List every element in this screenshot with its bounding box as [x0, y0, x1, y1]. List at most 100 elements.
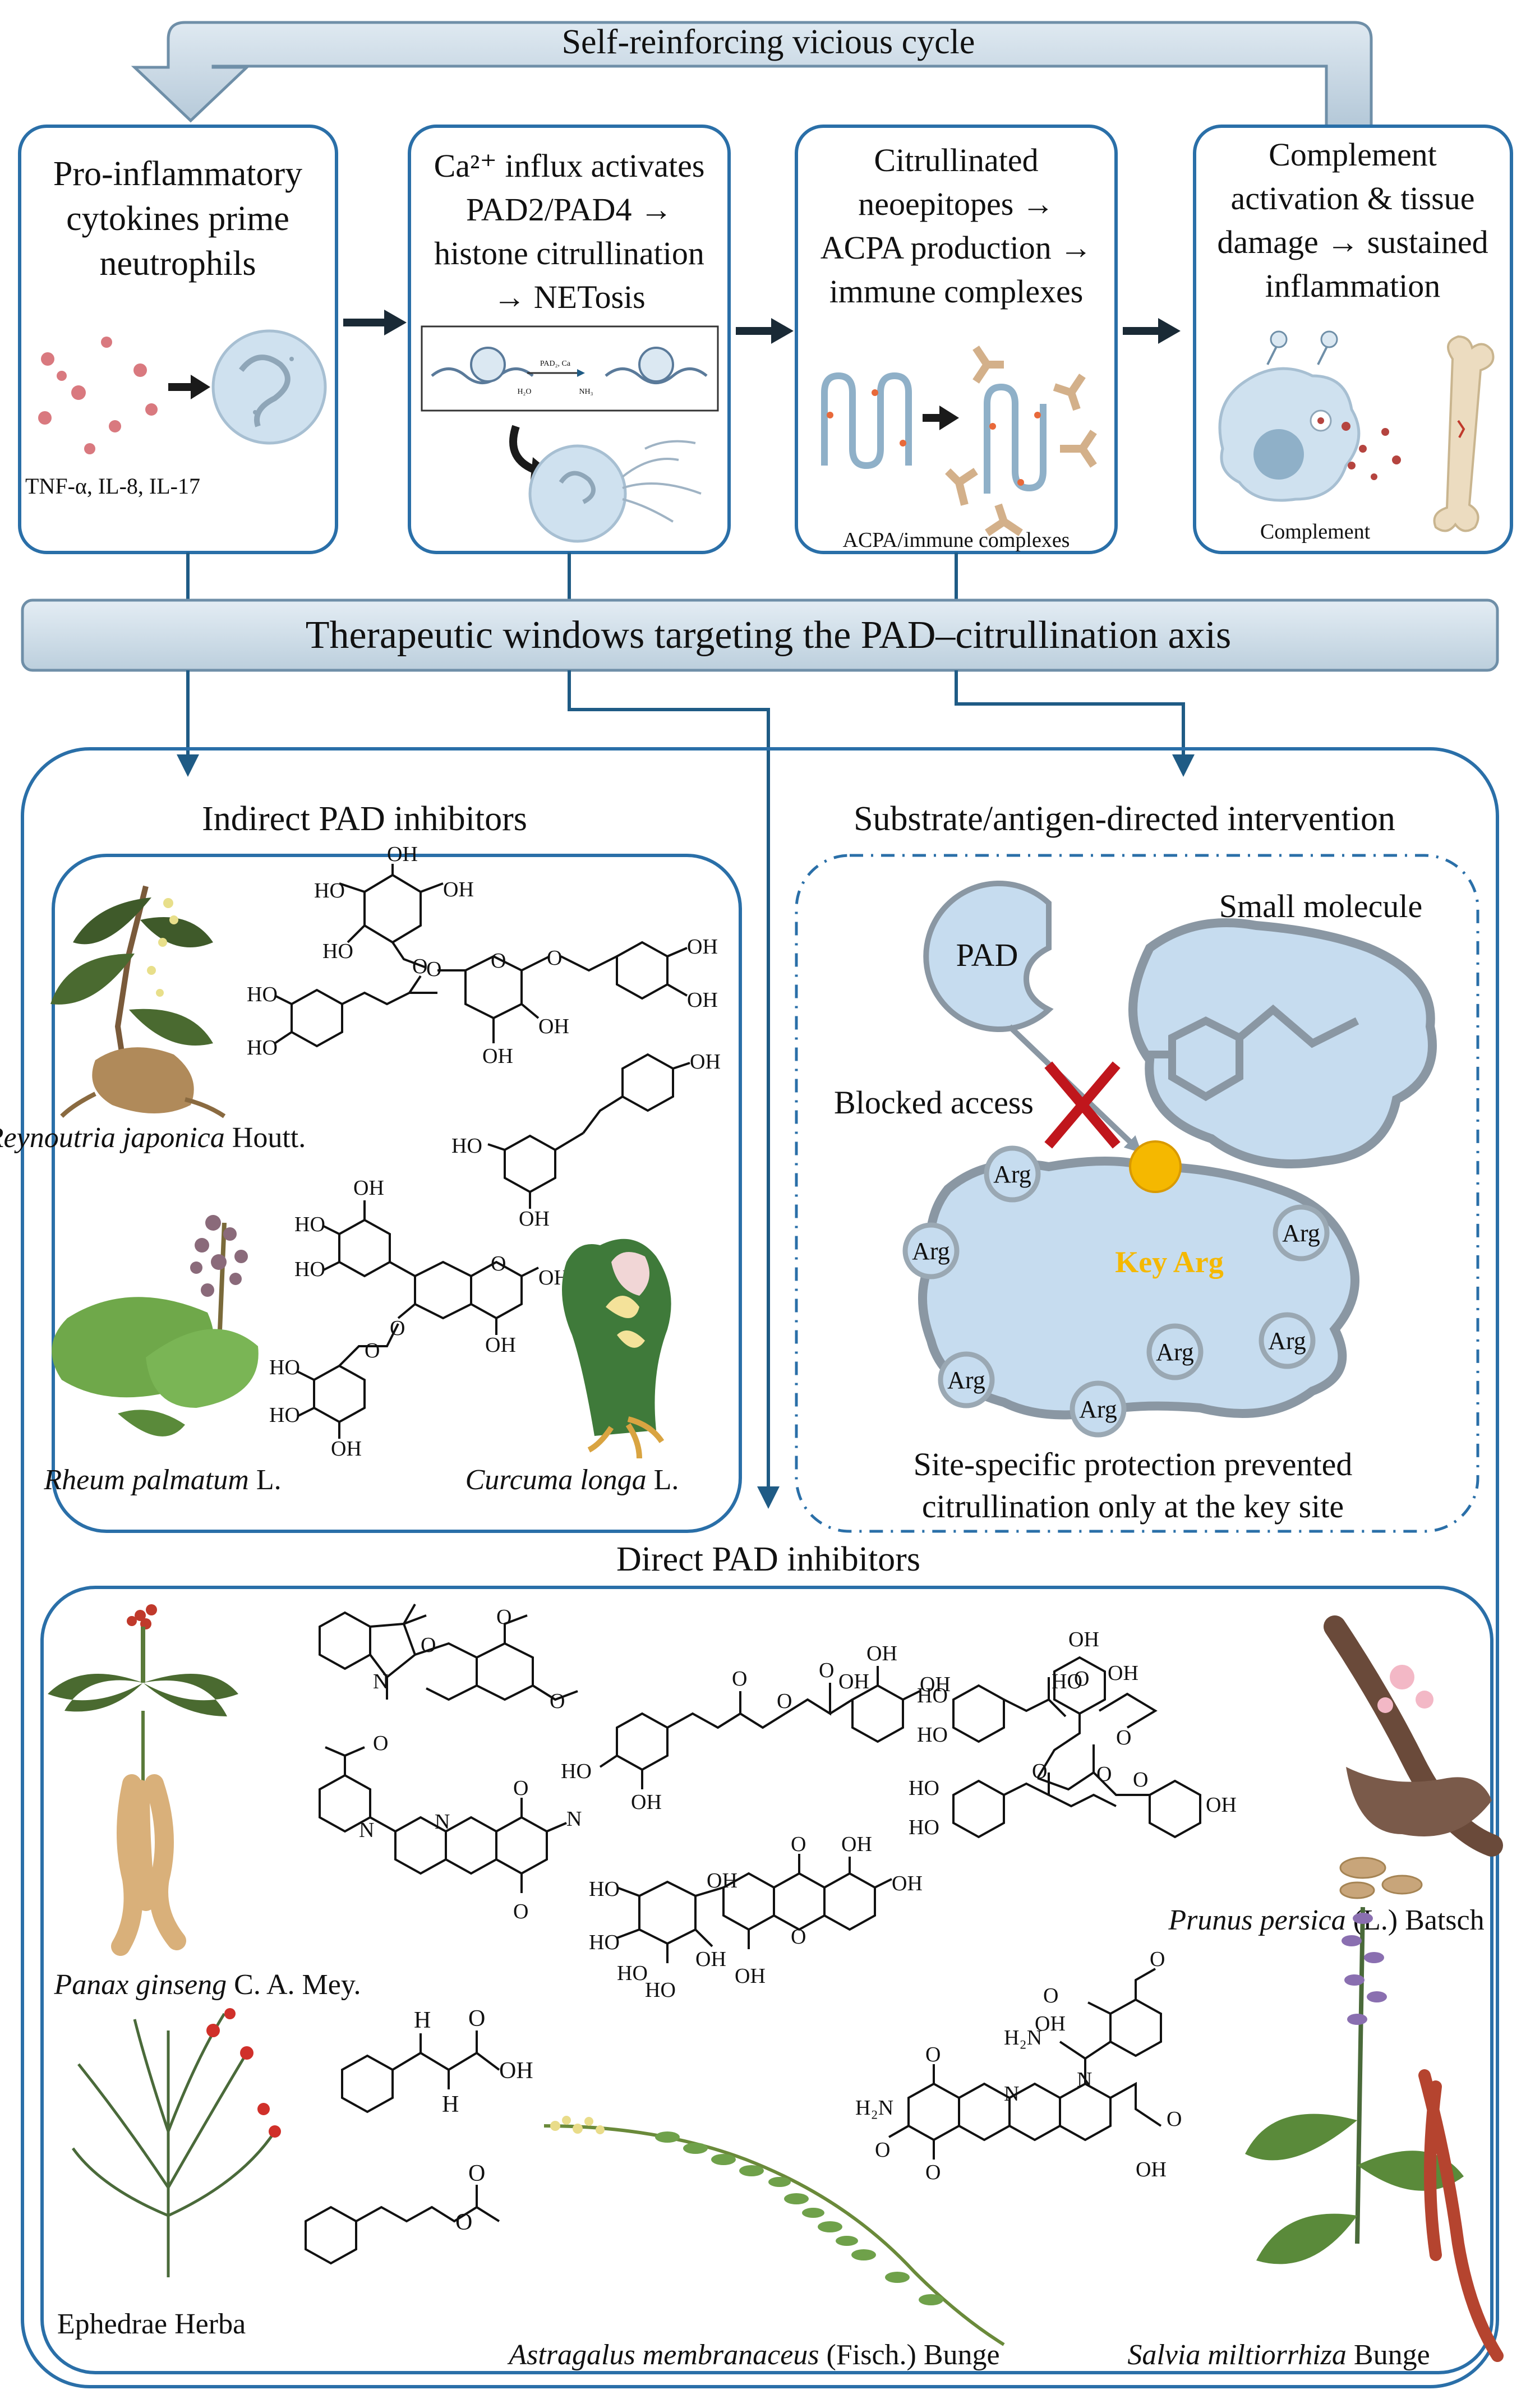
svg-text:OH: OH [482, 1044, 513, 1068]
svg-text:O: O [1043, 1984, 1058, 2008]
substrate-title: Substrate/antigen-directed intervention [854, 800, 1395, 838]
svg-text:HO: HO [294, 1213, 325, 1236]
svg-text:O: O [1133, 1768, 1148, 1792]
svg-text:O: O [777, 1689, 792, 1713]
spiro-structure [319, 1604, 578, 1701]
svg-text:HO: HO [589, 1931, 620, 1954]
prunus-label: Prunus persica (L.) Batsch [1168, 1904, 1484, 1936]
svg-text:O: O [791, 1925, 806, 1949]
indirect-inhibitors-section: Indirect PAD inhibitors Reynoutria japon… [0, 800, 742, 1533]
key-arg-dot [1129, 1140, 1182, 1193]
step-2-line-4: → NETosis [493, 279, 645, 315]
curcuma-label: Curcuma longa L. [465, 1464, 679, 1496]
quinoline-labels: O N N O N O [359, 1732, 582, 1923]
step-3-line-3: ACPA production → [820, 229, 1092, 266]
svg-text:O: O [791, 1833, 806, 1856]
arg-labels: Arg Arg Arg Arg Arg Arg Arg [912, 1161, 1320, 1423]
svg-text:Arg: Arg [1079, 1396, 1117, 1423]
glycoside-labels: HO OH OH HO O O O OH OH OH OH HO HO O [247, 842, 718, 1068]
svg-text:O: O [925, 2161, 941, 2184]
step-3-line-2: neoepitopes → [858, 186, 1054, 222]
svg-text:O: O [455, 2209, 472, 2235]
macrophage-icon [1218, 330, 1401, 502]
svg-text:OH: OH [485, 1333, 516, 1357]
step-4-line-4: inflammation [1265, 268, 1441, 304]
quinoline-structure [319, 1746, 567, 1893]
small-molecule-label: Small molecule [1219, 888, 1422, 924]
cinnamic-acid-structure [341, 2031, 500, 2114]
svg-text:O: O [550, 1689, 565, 1713]
svg-text:Arg: Arg [993, 1161, 1031, 1188]
inset-nh3-label: NH₃ [579, 388, 593, 396]
svg-text:OH: OH [687, 935, 718, 959]
astragalus-illustration [543, 2116, 1005, 2346]
therapeutic-banner: Therapeutic windows targeting the PAD–ci… [21, 598, 1499, 672]
streptonigrin-labels: O H₂N O O N N H₂N OH O O O OH [855, 1947, 1182, 2184]
svg-text:OH: OH [841, 1833, 872, 1856]
therapeutic-title: Therapeutic windows targeting the PAD–ci… [306, 614, 1232, 657]
banner-section-connectors [177, 670, 1195, 1509]
egcg-labels: OH HO HO O OH OH O O HO HO OH [269, 1176, 569, 1461]
ephedra-berries [206, 2008, 281, 2138]
astragalus-label: Astragalus membranaceus (Fisch.) Bunge [507, 2339, 999, 2371]
svg-text:O: O [421, 1633, 436, 1657]
inset-pad-label: PAD₂, Ca [540, 360, 571, 368]
step-3-caption: ACPA/immune complexes [843, 528, 1070, 552]
svg-text:Arg: Arg [1268, 1327, 1306, 1355]
salvianolic-structure [952, 1656, 1201, 1839]
ephedra-illustration [71, 2013, 276, 2277]
svg-text:Arg: Arg [1156, 1338, 1194, 1366]
step-2-line-2: PAD2/PAD4 → [466, 191, 672, 228]
svg-text:H: H [414, 2008, 431, 2033]
svg-text:OH: OH [1108, 1661, 1138, 1685]
therapeutic-container [21, 747, 1499, 2388]
step-1-line-3: neutrophils [100, 245, 256, 283]
substrate-section: Substrate/antigen-directed intervention … [795, 800, 1479, 1533]
bone-icon [1433, 335, 1495, 532]
svg-text:OH: OH [519, 1207, 550, 1231]
acetate-labels: O O [455, 2161, 485, 2235]
svg-text:O: O [496, 1605, 511, 1629]
reynoutria-illustration [50, 885, 226, 1118]
rheum-label: Rheum palmatum L. [43, 1464, 281, 1496]
svg-text:N: N [1077, 2068, 1092, 2092]
svg-text:Arg: Arg [947, 1366, 985, 1394]
rosmarinic-structure [599, 1666, 920, 1789]
svg-text:OH: OH [631, 1790, 662, 1814]
svg-text:OH: OH [538, 1015, 569, 1038]
key-arg-label: Key Arg [1115, 1245, 1223, 1279]
svg-text:N: N [1004, 2082, 1019, 2106]
svg-text:Arg: Arg [912, 1237, 950, 1265]
svg-text:OH: OH [707, 1869, 737, 1893]
svg-text:HO: HO [294, 1258, 325, 1281]
step-banner-connectors [186, 552, 958, 600]
rosmarinic-labels: O O O OH OH OH HO OH [561, 1642, 951, 1814]
svg-text:O: O [819, 1659, 834, 1682]
mangiferin-labels: HO HO HO HO OH OH O OH OH O OH [589, 1833, 923, 2002]
svg-text:HO: HO [909, 1776, 939, 1800]
salvianolic-labels: OH OH HO O HO HO O O OH HO HO O O [909, 1628, 1237, 1839]
svg-text:O: O [491, 949, 506, 973]
svg-text:OH: OH [920, 1673, 951, 1696]
svg-text:OH: OH [892, 1872, 923, 1895]
svg-text:O: O [412, 955, 427, 978]
step-4-line-2: activation & tissue [1231, 180, 1475, 217]
svg-text:OH: OH [1136, 2158, 1167, 2181]
svg-text:O: O [1167, 2107, 1182, 2131]
svg-text:Arg: Arg [1282, 1219, 1320, 1247]
svg-text:OH: OH [866, 1642, 897, 1665]
small-molecule-blob: Small molecule [1128, 888, 1437, 1168]
reynoutria-label: Reynoutria japonica Houtt. [0, 1122, 306, 1154]
salvia-label: Salvia miltiorrhiza Bunge [1127, 2339, 1430, 2371]
cycle-step-2: Ca²⁺ influx activates PAD2/PAD4 → histon… [408, 125, 731, 554]
step-1-line-2: cytokines prime [66, 200, 289, 238]
svg-text:O: O [875, 2138, 890, 2162]
svg-text:HO: HO [322, 940, 353, 963]
svg-text:O: O [1096, 1762, 1112, 1786]
svg-text:HO: HO [561, 1760, 592, 1783]
step-1-line-1: Pro-inflammatory [53, 155, 302, 193]
immune-complex-icon [945, 346, 1097, 536]
streptonigrin-structure [888, 1968, 1162, 2160]
cycle-step-3: Citrullinated neoepitopes → ACPA product… [795, 125, 1118, 554]
